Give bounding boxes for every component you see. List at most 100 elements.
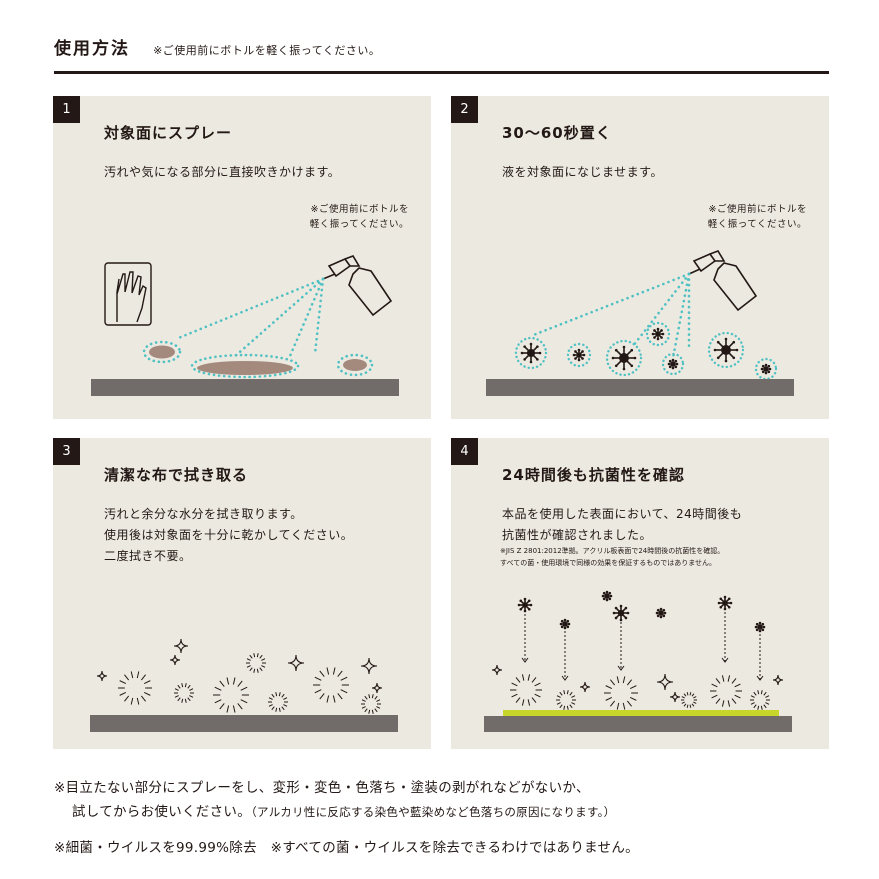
- efficacy-note: ※細菌・ウイルスを99.99%除去 ※すべての菌・ウイルスを除去できるわけではあ…: [54, 840, 639, 856]
- arrow-down-icon: [561, 631, 569, 681]
- header-divider: [54, 71, 829, 74]
- clean-burst-icon: [750, 690, 770, 710]
- germ-icon: [645, 321, 671, 347]
- germ-icon: [717, 595, 733, 611]
- test-standard-note: ※JIS Z 2801:2012準拠。アクリル板表面で24時間後の抗菌性を確認。…: [500, 545, 724, 569]
- caution-note-line2: 試してからお使いください。（アルカリ性に反応する染色や藍染めなど色落ちの原因にな…: [72, 800, 616, 820]
- germ-icon: [517, 597, 533, 613]
- stain: [197, 361, 293, 375]
- sparkle-icon: [579, 681, 591, 693]
- step-1-panel: 1 対象面にスプレー 汚れや気になる部分に直接吹きかけます。 ※ご使用前にボトル…: [53, 96, 431, 419]
- shake-note: ※ご使用前にボトルを軽く振ってください。: [153, 44, 381, 57]
- clean-burst-icons: [510, 674, 770, 710]
- caution-note-line1: ※目立たない部分にスプレーをし、変形・変色・色落ち・塗装の剥がれなどがないか、: [54, 780, 590, 796]
- clean-burst-icon: [213, 677, 249, 713]
- sparkle-icons: [491, 664, 784, 703]
- step-line: 汚れと余分な水分を拭き取ります。: [104, 507, 303, 521]
- step-line: 抗菌性が確認されました。: [502, 528, 653, 542]
- note-line: ※JIS Z 2801:2012準拠。アクリル板表面で24時間後の抗菌性を確認。: [500, 547, 725, 555]
- step-line: 本品を使用した表面において、24時間後も: [502, 507, 743, 521]
- surface: [90, 715, 398, 732]
- clean-burst-icon: [556, 690, 576, 710]
- sparkle-icon: [669, 691, 681, 703]
- note-line: 軽く振ってください。: [707, 219, 807, 230]
- step-title: 清潔な布で拭き取る: [104, 466, 249, 484]
- step-number: 3: [53, 438, 80, 465]
- caution-paren: （アルカリ性に反応する染色や藍染めなど色落ちの原因になります。）: [251, 805, 616, 819]
- step-line: 二度拭き不要。: [104, 549, 192, 563]
- germ-icon: [754, 357, 778, 381]
- note-line: ※ご使用前にボトルを: [310, 204, 409, 215]
- germ-icon: [655, 607, 667, 619]
- falling-arrows: [521, 612, 764, 681]
- clean-burst-icons: [118, 653, 381, 714]
- stain-outline: [336, 353, 374, 377]
- sparkle-icon: [371, 682, 383, 694]
- caution-main: 試してからお使いください。: [72, 804, 251, 820]
- step-4-panel: 4 24時間後も抗菌性を確認 本品を使用した表面において、24時間後も 抗菌性が…: [451, 438, 829, 749]
- step-4-illustration: [484, 590, 792, 732]
- step-line: 汚れや気になる部分に直接吹きかけます。: [104, 165, 341, 179]
- surface: [91, 379, 399, 396]
- step-title: 24時間後も抗菌性を確認: [502, 466, 685, 484]
- clean-burst-icon: [313, 667, 349, 703]
- step-3-illustration: [90, 638, 398, 732]
- sparkle-icon: [169, 654, 181, 666]
- stain: [149, 345, 175, 359]
- arrow-down-icon: [521, 614, 529, 663]
- step-line: 液を対象面になじませます。: [502, 165, 663, 179]
- sparkle-icon: [96, 670, 108, 682]
- arrow-down-icon: [721, 612, 729, 663]
- note-line: すべての菌・使用環境で同様の効果を保証するものではありません。: [500, 559, 717, 567]
- sparkle-icon: [491, 664, 503, 676]
- note-line: ※ご使用前にボトルを: [708, 204, 807, 215]
- sparkle-icon: [772, 674, 784, 686]
- germ-icons: [517, 590, 766, 633]
- stain: [343, 359, 367, 371]
- arrow-down-icon: [756, 634, 764, 681]
- step-3-panel: 3 清潔な布で拭き取る 汚れと余分な水分を拭き取ります。 使用後は対象面を十分に…: [53, 438, 431, 749]
- germ-icon: [601, 590, 613, 602]
- spray-dots: [174, 277, 325, 360]
- step-description: 液を対象面になじませます。: [502, 162, 663, 183]
- stain-outline: [142, 340, 182, 364]
- sparkle-icon: [287, 654, 305, 672]
- sparkle-icons: [96, 638, 383, 694]
- spray-dots: [529, 272, 691, 360]
- step-line: 使用後は対象面を十分に乾かしてください。: [104, 528, 354, 542]
- clean-burst-icon: [118, 671, 152, 705]
- clean-burst-icon: [361, 694, 381, 714]
- antibacterial-layer: [503, 710, 779, 716]
- step-title: 対象面にスプレー: [104, 124, 233, 142]
- note-line: 軽く振ってください。: [309, 219, 409, 230]
- clean-burst-icon: [604, 676, 638, 710]
- clean-burst-icon: [246, 653, 266, 673]
- germ-icon: [612, 604, 630, 622]
- step-description: 汚れや気になる部分に直接吹きかけます。: [104, 162, 340, 183]
- arrow-down-icon: [617, 622, 625, 671]
- germ-icons: [514, 321, 778, 381]
- step-2-illustration: [486, 250, 794, 396]
- step-number: 1: [53, 96, 80, 123]
- step-description: 汚れと余分な水分を拭き取ります。 使用後は対象面を十分に乾かしてください。 二度…: [104, 504, 353, 567]
- surface: [486, 379, 794, 396]
- germ-icon: [605, 339, 643, 377]
- germ-icon: [514, 336, 548, 370]
- hand-cloth-icon: [104, 262, 152, 326]
- step-2-panel: 2 30〜60秒置く 液を対象面になじませます。 ※ご使用前にボトルを 軽く振っ…: [451, 96, 829, 419]
- germ-icon: [566, 342, 592, 368]
- clean-burst-icon: [710, 675, 742, 707]
- step-1-illustration: [91, 255, 399, 396]
- section-header: 使用方法 ※ご使用前にボトルを軽く振ってください。: [54, 34, 829, 59]
- sparkle-icon: [173, 638, 189, 654]
- shake-note: ※ご使用前にボトルを 軽く振ってください。: [708, 202, 807, 232]
- germ-icon: [661, 352, 685, 376]
- clean-burst-icon: [681, 692, 697, 708]
- spray-bottle-icon: [322, 255, 393, 317]
- surface: [484, 716, 792, 732]
- germ-icon: [754, 621, 766, 633]
- clean-burst-icon: [174, 683, 194, 703]
- section-title: 使用方法: [54, 39, 130, 59]
- stain-outline: [190, 353, 300, 379]
- sparkle-icon: [656, 673, 674, 691]
